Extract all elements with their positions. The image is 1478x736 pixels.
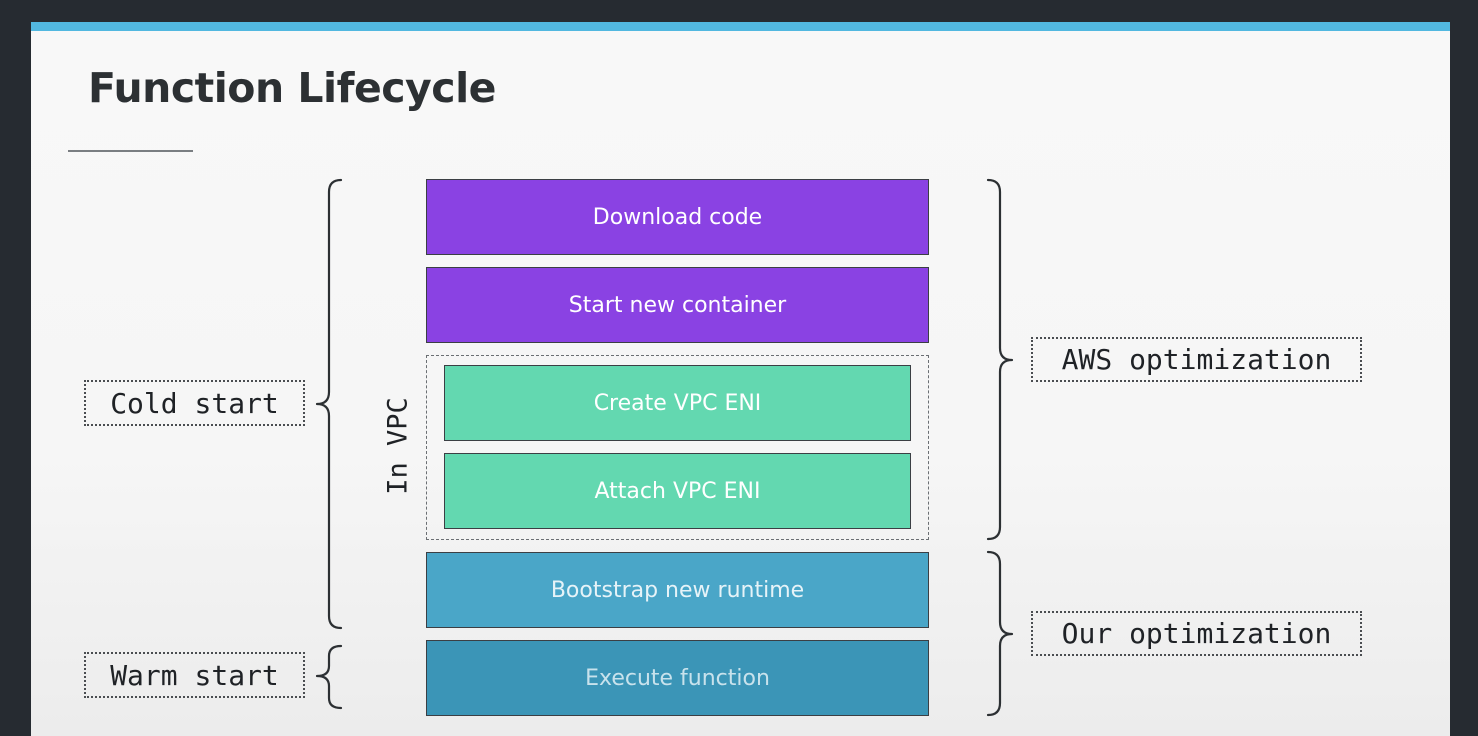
step-bootstrap-new-runtime: Bootstrap new runtime (426, 552, 929, 628)
accent-bar (31, 22, 1450, 31)
step-attach-vpc-eni: Attach VPC ENI (444, 453, 911, 529)
title-underline (68, 150, 193, 152)
aws-optimization-tag: AWS optimization (1031, 337, 1362, 382)
step-download-code: Download code (426, 179, 929, 255)
aws-optimization-brace (986, 178, 1014, 541)
step-create-vpc-eni: Create VPC ENI (444, 365, 911, 441)
vpc-group-border (426, 355, 929, 540)
cold-start-brace (315, 178, 343, 630)
warm-start-brace (315, 644, 343, 710)
brace-lines (315, 178, 1014, 717)
warm-start-tag: Warm start (84, 652, 305, 698)
step-start-new-container: Start new container (426, 267, 929, 343)
our-optimization-tag: Our optimization (1031, 611, 1362, 656)
our-optimization-brace (986, 550, 1014, 717)
step-execute-function: Execute function (426, 640, 929, 716)
slide: Function Lifecycle Download code Start n… (31, 22, 1450, 736)
slide-title: Function Lifecycle (88, 64, 496, 112)
cold-start-tag: Cold start (84, 380, 305, 426)
